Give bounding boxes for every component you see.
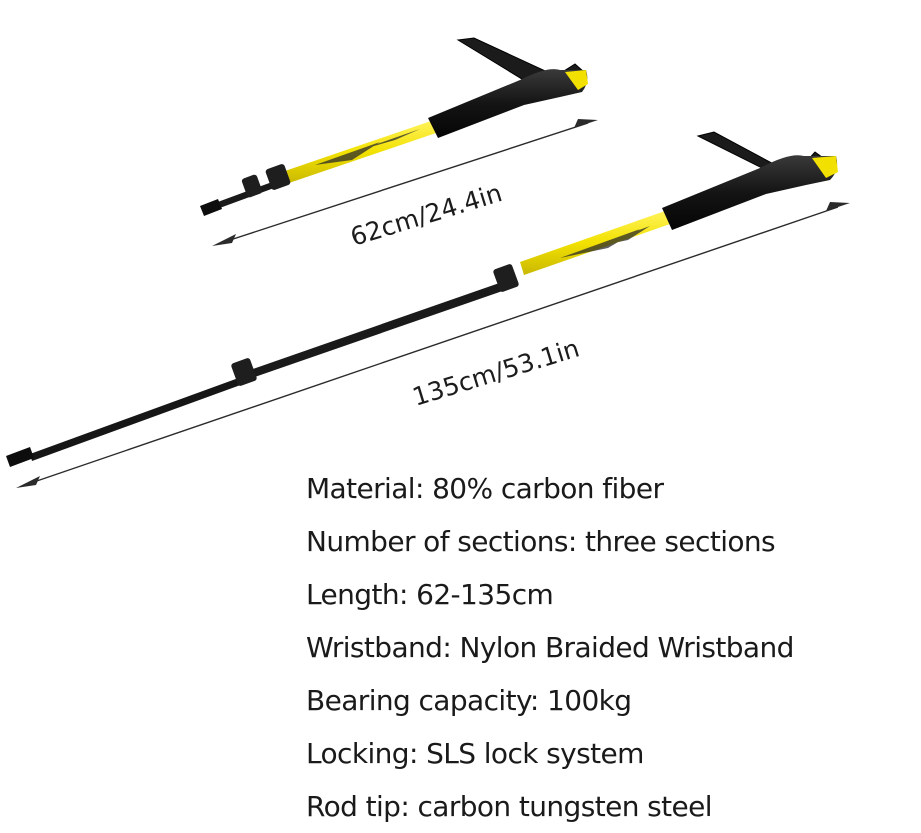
spec-bearing-capacity: Bearing capacity: 100kg	[306, 684, 632, 717]
spec-sections: Number of sections: three sections	[306, 525, 776, 558]
handle-accent	[812, 156, 838, 178]
spec-length: Length: 62-135cm	[306, 578, 554, 611]
lock-clamp	[231, 358, 257, 386]
spec-list: Material: 80% carbon fiber Number of sec…	[306, 462, 794, 833]
short-dimension-arrow	[212, 119, 598, 246]
lower-shaft	[30, 376, 246, 461]
extended-pole	[6, 131, 838, 467]
lock-clamp	[493, 264, 519, 292]
foam-grip	[662, 155, 838, 230]
foam-grip	[428, 69, 588, 138]
collapsed-pole	[200, 37, 588, 216]
spec-wristband: Wristband: Nylon Braided Wristband	[306, 631, 794, 664]
spec-material: Material: 80% carbon fiber	[306, 472, 664, 505]
lock-clamp	[241, 174, 263, 198]
pole-tip	[6, 447, 34, 467]
long-dimension-arrow	[16, 202, 850, 488]
spec-rod-tip: Rod tip: carbon tungsten steel	[306, 790, 713, 823]
upper-shaft	[520, 211, 670, 275]
shaft-graphic	[315, 129, 420, 165]
spec-locking: Locking: SLS lock system	[306, 737, 644, 770]
handle-accent	[565, 70, 588, 90]
shaft-graphic	[560, 226, 650, 258]
lock-clamp	[265, 164, 291, 190]
middle-shaft	[250, 280, 511, 378]
pole-tip	[200, 199, 222, 216]
